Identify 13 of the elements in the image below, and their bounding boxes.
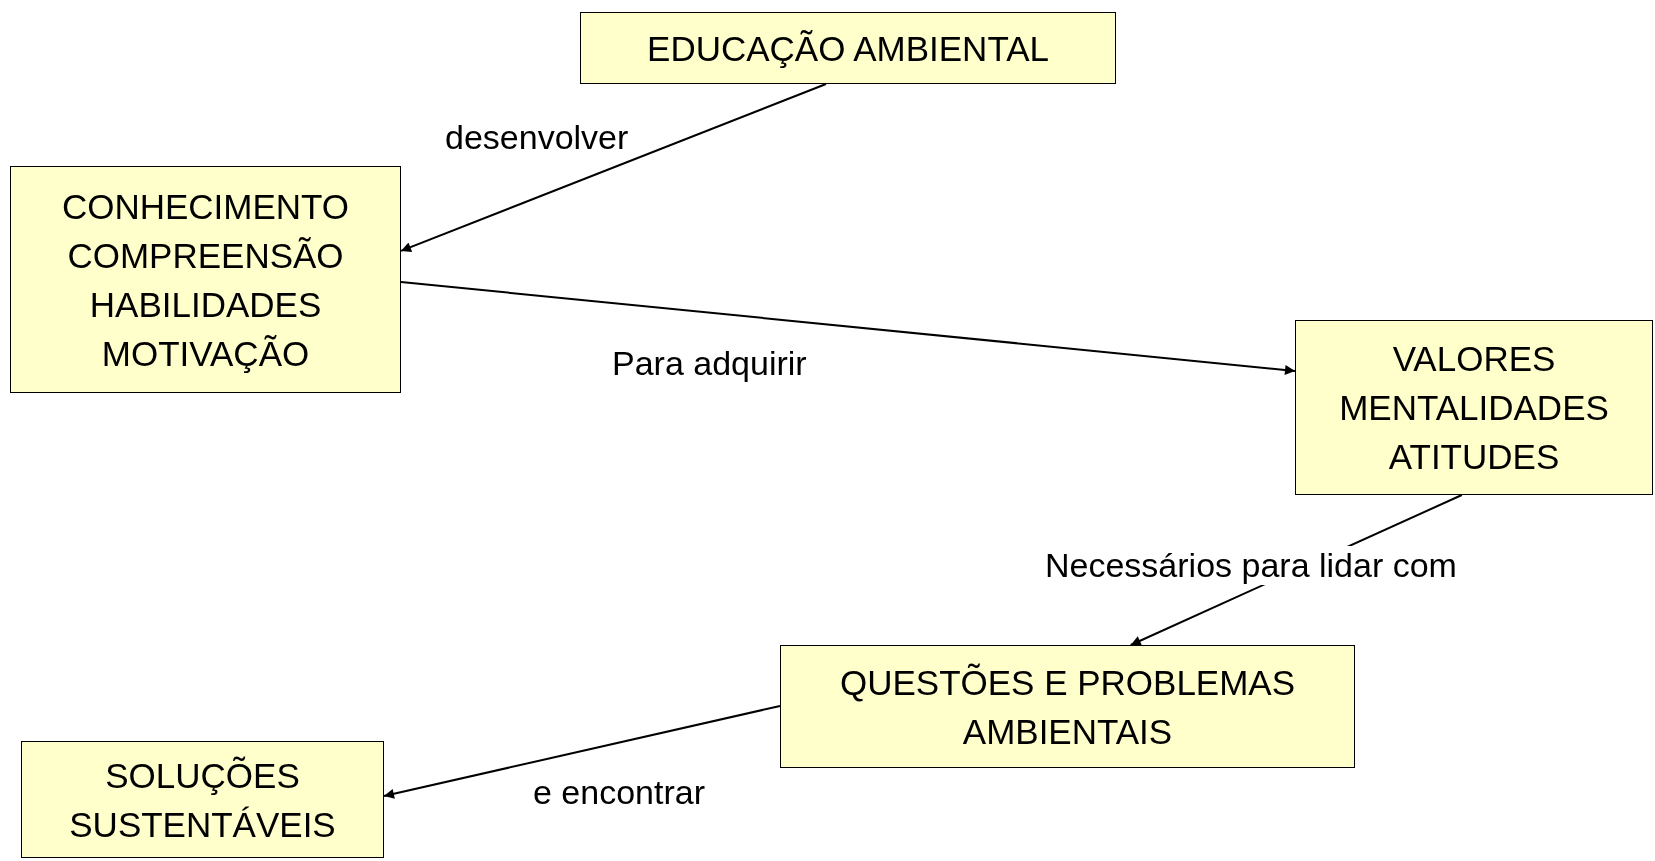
concept-box: [10, 166, 401, 393]
concept-text: CONHECIMENTO COMPREENSÃO HABILIDADES MOTIVAÇÃO: [60, 185, 351, 375]
concept-text: EDUCAÇÃO AMBIENTAL: [647, 27, 1049, 70]
arrow: [400, 281, 1296, 375]
arrow: [383, 705, 781, 799]
concept-text: SOLUÇÕES SUSTENTÁVEIS: [68, 754, 337, 846]
concept-box: [780, 645, 1355, 768]
concept-text: QUESTÕES E PROBLEMAS AMBIENTAIS: [838, 661, 1297, 753]
concept-box: [1295, 320, 1653, 495]
concept-box: [21, 741, 384, 858]
concept-text: VALORES MENTALIDADES ATITUDES: [1338, 338, 1610, 478]
concept-box: [580, 12, 1116, 84]
arrow: [400, 83, 827, 252]
